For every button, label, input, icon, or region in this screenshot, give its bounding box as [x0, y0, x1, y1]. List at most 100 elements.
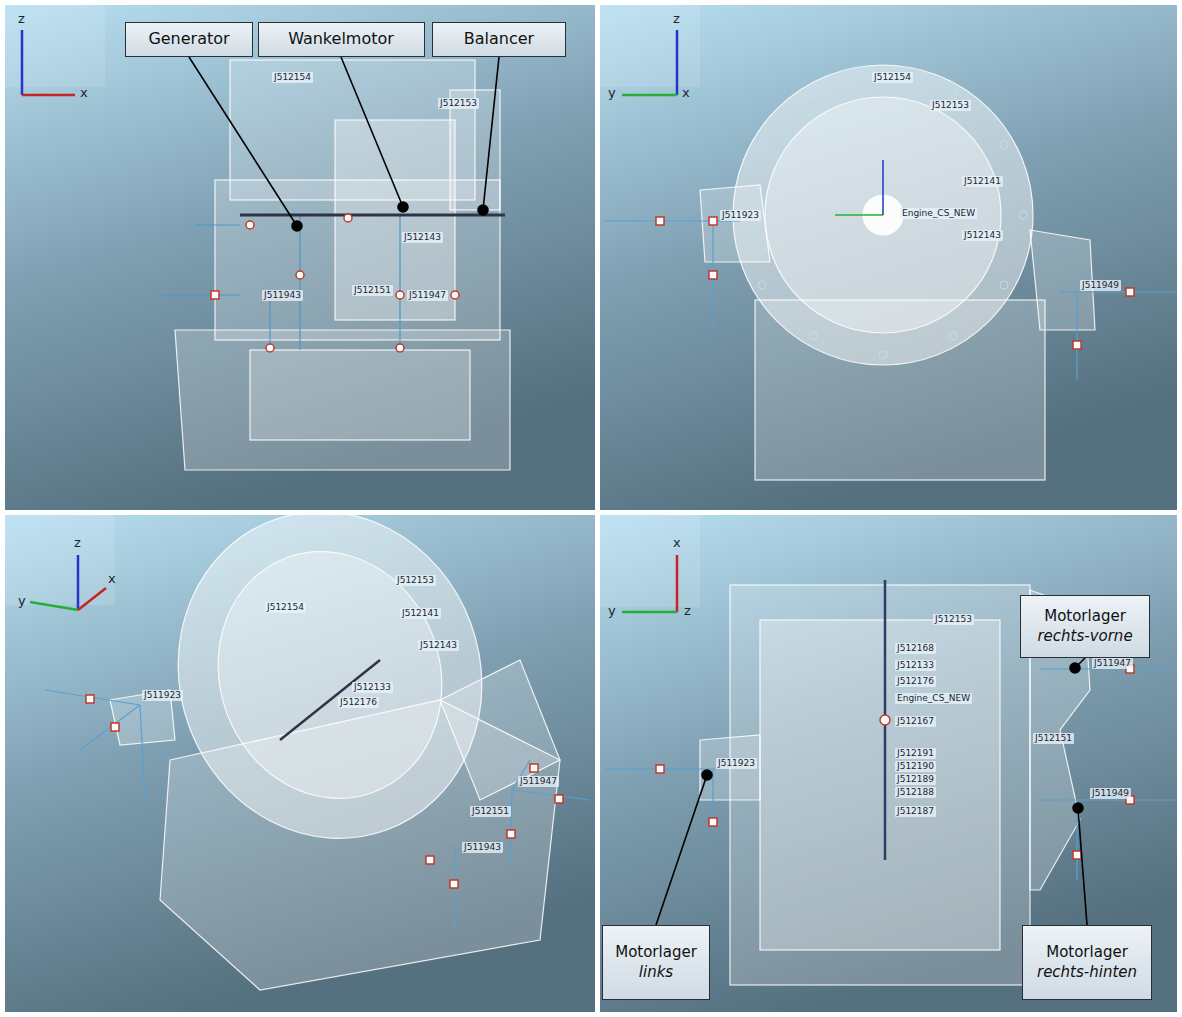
drawing-rect	[730, 585, 1030, 985]
joint-id: J512141	[400, 608, 441, 619]
drawing-line	[80, 705, 140, 750]
joint-id: J512189	[895, 774, 936, 785]
drawing-line	[1040, 799, 1177, 800]
drawing-line	[399, 215, 400, 350]
joint-id: Engine_CS_NEW	[900, 208, 977, 219]
drawing-line	[882, 160, 884, 215]
drawing-line	[676, 555, 679, 612]
joint-id: J512151	[352, 285, 393, 296]
drawing-g	[110, 515, 560, 990]
drawing-line	[512, 790, 590, 800]
axis-label: x	[108, 572, 116, 586]
joint-id: J512133	[352, 682, 393, 693]
drawing-rect	[1073, 341, 1081, 349]
leader-lines	[189, 57, 1087, 925]
drawing-rect	[656, 765, 664, 773]
axis-label: y	[608, 86, 616, 100]
drawing-line	[280, 660, 380, 740]
drawing-line	[77, 555, 80, 610]
drawing-circle	[292, 221, 302, 231]
joint-id: J512190	[895, 761, 936, 772]
drawing-line	[676, 30, 679, 95]
callout-box: Motorlagerrechts-hinten	[1022, 925, 1152, 1000]
axis-label: x	[80, 86, 88, 100]
callout-text: Motorlager	[1046, 943, 1128, 963]
drawing-line	[30, 602, 78, 610]
front-view	[160, 60, 510, 470]
drawing-g	[86, 695, 563, 888]
joint-id: J512187	[895, 806, 936, 817]
isometric-view	[45, 515, 590, 990]
drawing-rect	[5, 515, 595, 1012]
joint-id: J512168	[895, 643, 936, 654]
drawing-line	[21, 30, 24, 95]
drawing-line	[622, 611, 677, 614]
drawing-rect	[600, 5, 1177, 510]
drawing-rect	[600, 5, 700, 87]
drawing-rect	[1126, 288, 1134, 296]
drawing-circle	[398, 202, 408, 212]
drawing-g	[656, 665, 1134, 859]
axis-label: y	[608, 604, 616, 618]
axis-label: z	[684, 604, 691, 618]
drawing-g	[739, 71, 1027, 359]
callout-box: Balancer	[432, 22, 566, 57]
drawing-rect	[709, 217, 717, 225]
drawing-rect	[507, 830, 515, 838]
joint-id: J512143	[962, 230, 1003, 241]
drawing-line	[195, 224, 240, 225]
callout-detail: rechts-hinten	[1037, 963, 1137, 983]
drawing-line	[140, 705, 145, 800]
drawing-circle	[880, 715, 890, 725]
joint-id: J511923	[720, 210, 761, 221]
drawing-ellipse	[133, 515, 528, 881]
joint-id: J512153	[930, 100, 971, 111]
drawing-circle	[1070, 663, 1080, 673]
joint-id: J512191	[895, 748, 936, 759]
drawing-rect	[5, 5, 105, 87]
joint-id: J512143	[402, 232, 443, 243]
callout-box: Generator	[125, 22, 253, 57]
joint-id: J511947	[1092, 658, 1133, 669]
drawing-circle	[1000, 281, 1008, 289]
drawing-g	[605, 221, 1177, 380]
drawing-rect	[450, 880, 458, 888]
drawing-rect	[555, 795, 563, 803]
drawing-circle	[758, 281, 766, 289]
drawing-rect	[335, 120, 455, 320]
drawing-circle	[1019, 211, 1027, 219]
drawing-circle	[296, 271, 304, 279]
drawing-rect	[709, 271, 717, 279]
drawing-rect	[1073, 851, 1081, 859]
drawing-rect	[5, 515, 115, 605]
drawing-circle	[809, 332, 817, 340]
drawing-line	[160, 294, 240, 295]
drawing-rect	[86, 695, 94, 703]
drawing-circle	[879, 351, 887, 359]
joint-id: J512167	[895, 716, 936, 727]
callout-text: Generator	[148, 29, 229, 50]
drawing-rect	[600, 515, 700, 607]
side-view	[605, 65, 1177, 480]
view-panels	[5, 5, 1177, 1012]
joint-id: J512151	[1033, 733, 1074, 744]
axis-label: z	[18, 12, 25, 26]
drawing-rect	[211, 291, 219, 299]
joint-id: J511923	[142, 690, 183, 701]
drawing-path	[175, 330, 510, 470]
joint-id: J512154	[872, 72, 913, 83]
callout-text: Motorlager	[615, 943, 697, 963]
drawing-rect	[709, 818, 717, 826]
joint-id: Engine_CS_NEW	[895, 693, 972, 704]
joint-id: J512176	[895, 676, 936, 687]
callout-box: Motorlagerlinks	[602, 925, 710, 1000]
joint-id: J512141	[962, 176, 1003, 187]
drawing-rect	[760, 620, 1000, 950]
drawing-line	[1076, 292, 1077, 380]
drawing-line	[78, 588, 106, 610]
joint-id: J512188	[895, 787, 936, 798]
drawing-line	[341, 57, 403, 207]
